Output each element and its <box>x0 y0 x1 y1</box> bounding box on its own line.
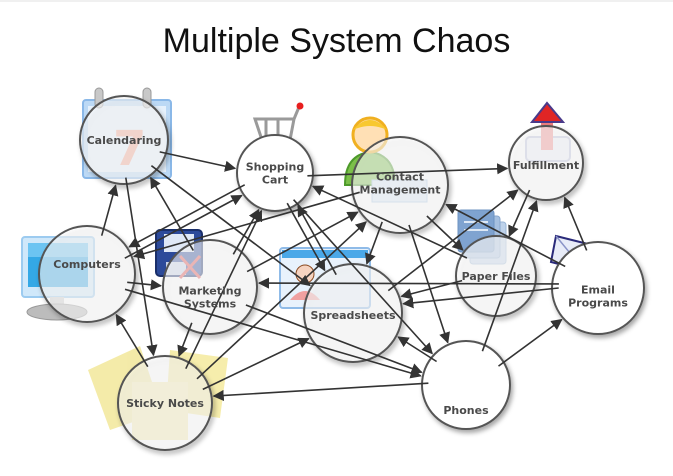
edge-contact-management-to-computers <box>132 191 360 260</box>
edge-marketing-systems-to-calendaring <box>150 176 194 251</box>
node-label-fulfillment: Fulfillment <box>513 159 579 172</box>
edge-contact-management-to-spreadsheets <box>365 221 383 265</box>
node-marketing-systems <box>162 239 258 335</box>
edge-shopping-cart-to-phones <box>293 199 433 355</box>
node-computers <box>38 225 136 323</box>
edge-sticky-notes-to-shopping-cart <box>185 209 263 370</box>
edge-phones-to-sticky-notes <box>212 382 429 402</box>
node-fulfillment <box>508 125 584 201</box>
edge-shopping-cart-to-spreadsheets <box>286 202 326 272</box>
node-sticky-notes <box>117 355 213 451</box>
top-border <box>0 0 673 2</box>
edge-sticky-notes-to-computers <box>115 313 149 368</box>
edge-computers-to-marketing-systems <box>127 279 163 291</box>
node-label-line: Cart <box>262 174 288 187</box>
edge-computers-to-calendaring <box>100 184 119 236</box>
edge-email-programs-to-fulfillment <box>563 196 588 251</box>
edge-calendaring-to-sticky-notes <box>125 177 158 357</box>
node-label-line: Contact <box>376 171 424 184</box>
node-spreadsheets <box>303 263 403 363</box>
edge-sticky-notes-to-spreadsheets <box>202 337 310 391</box>
node-label-line: Systems <box>184 298 237 311</box>
node-label-line: Calendaring <box>87 134 162 147</box>
node-label-line: Sticky Notes <box>126 397 204 410</box>
node-label-paper-files: Paper Files <box>462 270 531 283</box>
node-label-line: Paper Files <box>462 270 531 283</box>
diagram-title: Multiple System Chaos <box>162 22 511 60</box>
edge-shopping-cart-to-fulfillment <box>307 163 509 177</box>
edge-phones-to-email-programs <box>498 318 563 367</box>
node-label-phones: Phones <box>443 404 489 417</box>
node-label-line: Management <box>360 184 441 197</box>
edge-spreadsheets-to-shopping-cart <box>297 205 337 276</box>
edge-email-programs-to-spreadsheets <box>402 287 559 309</box>
node-label-sticky-notes: Sticky Notes <box>126 397 204 410</box>
edge-paper-files-to-shopping-cart <box>311 185 468 259</box>
node-shopping-cart <box>236 134 314 212</box>
node-label-spreadsheets: Spreadsheets <box>310 309 396 322</box>
node-label-line: Programs <box>568 297 628 310</box>
edge-computers-to-phones <box>124 288 422 379</box>
edge-marketing-systems-to-sticky-notes <box>177 322 193 357</box>
node-label-line: Fulfillment <box>513 159 579 172</box>
node-label-calendaring: Calendaring <box>87 134 162 147</box>
edge-phones-to-fulfillment <box>481 199 539 352</box>
node-label-line: Email <box>581 284 615 297</box>
edge-fulfillment-to-paper-files <box>508 189 531 238</box>
node-label-line: Spreadsheets <box>310 309 396 322</box>
node-contact-management <box>351 136 449 234</box>
edge-email-programs-to-marketing-systems <box>257 277 559 289</box>
node-label-line: Computers <box>53 258 121 271</box>
edge-marketing-systems-to-shopping-cart <box>232 208 260 255</box>
edge-marketing-systems-to-phones <box>245 304 423 374</box>
node-label-computers: Computers <box>53 258 121 271</box>
edge-computers-to-shopping-cart <box>124 194 243 259</box>
edge-phones-to-spreadsheets <box>397 336 438 363</box>
edge-calendaring-to-shopping-cart <box>159 151 237 172</box>
node-label-line: Marketing <box>178 285 241 298</box>
node-calendaring <box>79 95 169 185</box>
edge-shopping-cart-to-computers <box>128 184 246 248</box>
node-phones <box>421 340 511 430</box>
edge-calendaring-to-spreadsheets <box>150 165 311 287</box>
edge-email-programs-to-contact-management <box>445 203 566 268</box>
node-label-line: Shopping <box>246 161 305 174</box>
node-label-line: Phones <box>443 404 489 417</box>
edge-spreadsheets-to-fulfillment <box>387 189 519 292</box>
edge-marketing-systems-to-contact-management <box>246 211 359 273</box>
edge-contact-management-to-paper-files <box>426 215 464 251</box>
